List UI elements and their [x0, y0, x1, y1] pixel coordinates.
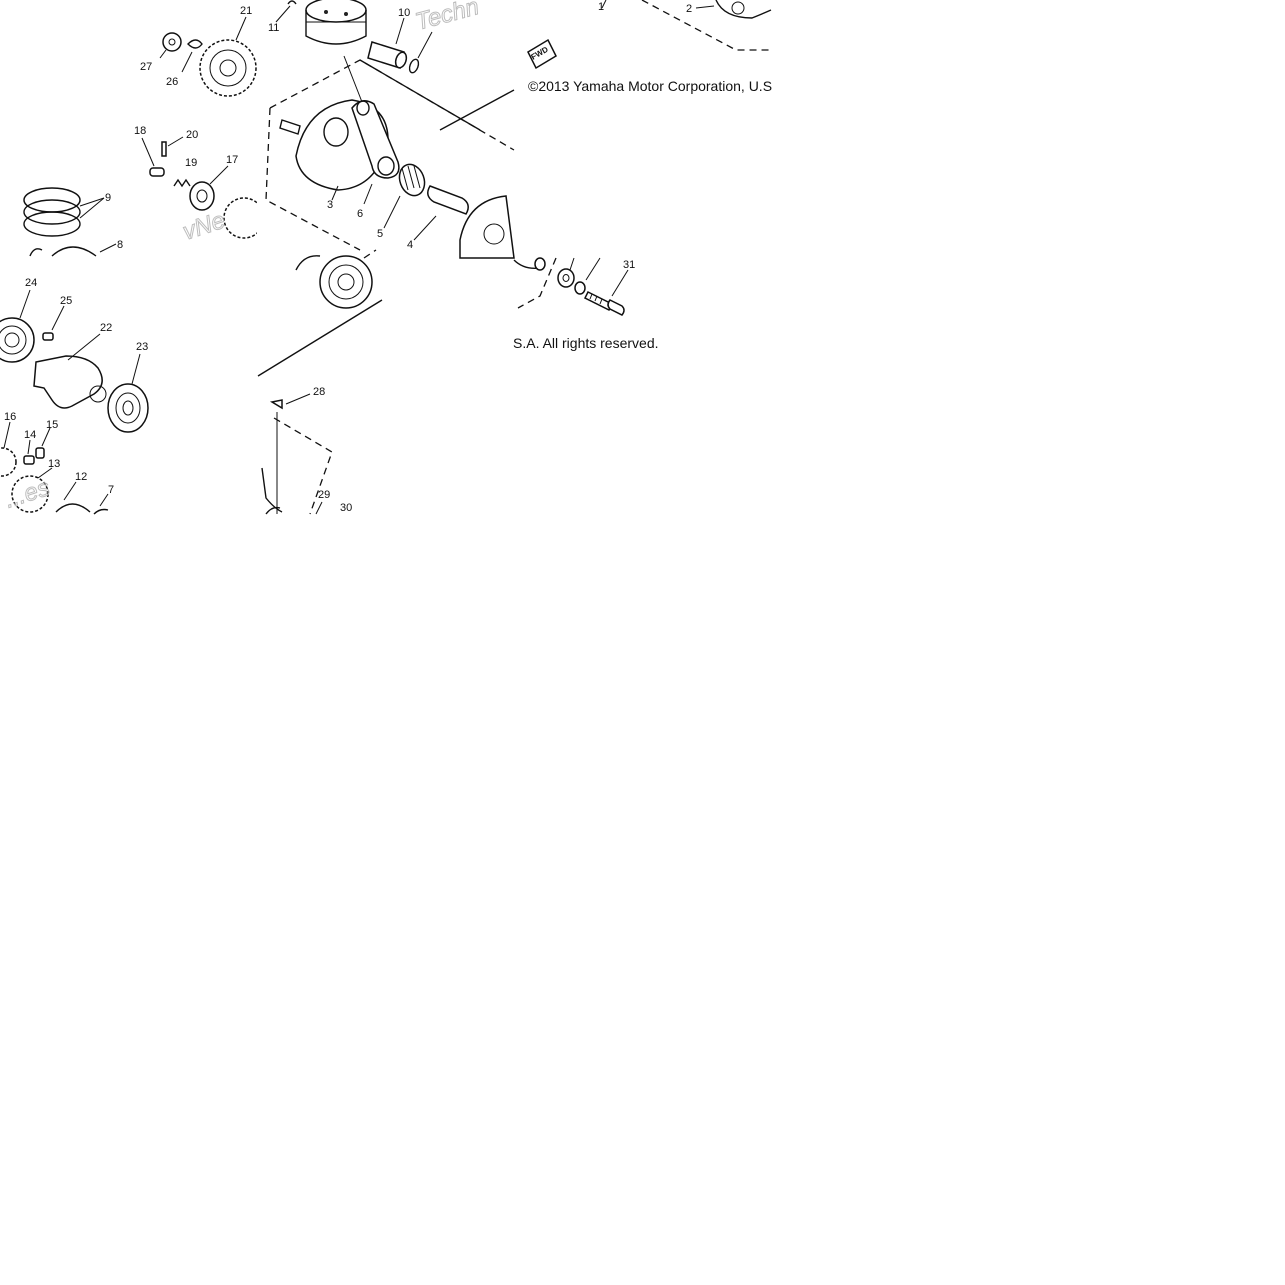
callout-24: 24 [25, 277, 37, 289]
callout-11: 11 [268, 22, 279, 34]
watermark-1: vNe [180, 207, 229, 246]
part-21-gear [199, 39, 257, 97]
callout-1: 1 [598, 1, 604, 13]
callout-22: 22 [100, 322, 112, 334]
copyright-line-2: S.A. All rights reserved. [513, 335, 659, 351]
tile-top-middle: Techn 11 10 3 6 5 4 [257, 0, 515, 259]
part-piston [305, 0, 367, 23]
callout-6: 6 [357, 208, 363, 220]
callout-31: 31 [623, 259, 635, 271]
callout-30: 30 [340, 502, 352, 514]
part-18-pin [149, 167, 165, 177]
part-23-bearing [107, 383, 149, 433]
part-4-crankpin [427, 185, 469, 215]
callout-12: 12 [75, 471, 87, 483]
callout-20: 20 [186, 129, 198, 141]
callout-9: 9 [105, 192, 111, 204]
part-lock-washer [574, 281, 586, 295]
part-13-gear [11, 475, 49, 513]
part-27-nut [162, 32, 182, 52]
callout-8: 8 [117, 239, 123, 251]
callout-16: 16 [4, 411, 16, 423]
part-14 [23, 455, 35, 465]
callout-23: 23 [136, 341, 148, 353]
callout-14: 14 [24, 429, 36, 441]
callout-7: 7 [108, 484, 114, 496]
callout-10: 10 [398, 7, 410, 19]
callout-19: 19 [185, 157, 197, 169]
callout-29: 29 [318, 489, 330, 501]
callout-4: 4 [407, 239, 413, 251]
part-8 [51, 246, 97, 257]
part-11-clip [287, 0, 297, 5]
callout-15: 15 [46, 419, 58, 431]
part-15 [35, 447, 45, 459]
part-28-key [269, 399, 283, 410]
part-20-pin [161, 141, 167, 157]
part-main-bearing [319, 255, 373, 309]
callout-5: 5 [377, 228, 383, 240]
tile-top-right: 1 2 FWD ©2013 Yamaha Motor Corporation, … [527, 0, 772, 94]
part-7 [93, 508, 109, 515]
callout-17: 17 [226, 154, 238, 166]
tile-middle-right: 31 S.A. All rights reserved. [513, 257, 659, 351]
part-22-balancer [33, 355, 103, 409]
part-29 [265, 506, 281, 515]
part-31-bolt [583, 290, 614, 312]
copyright-line-1: ©2013 Yamaha Motor Corporation, U.S [528, 78, 772, 94]
part-washer [557, 268, 575, 288]
tile-top-left: vNe 21 27 26 18 20 19 17 9 8 [23, 5, 265, 257]
callout-27: 27 [140, 61, 152, 73]
callout-3: 3 [327, 199, 333, 211]
part-24-bearing [0, 317, 35, 363]
fwd-badge: FWD [527, 38, 557, 70]
part-2 [715, 0, 772, 19]
part-26-washer [187, 39, 203, 49]
part-16-gear [0, 447, 17, 477]
part-17-plate [189, 181, 215, 211]
callout-25: 25 [60, 295, 72, 307]
watermark-2: ...es [2, 474, 53, 514]
callout-26: 26 [166, 76, 178, 88]
callout-28: 28 [313, 386, 325, 398]
part-12 [55, 503, 91, 513]
callout-21: 21 [240, 5, 252, 17]
tile-middle-left: ...es 24 25 22 23 16 14 15 13 12 7 [0, 277, 149, 515]
part-25-key [42, 332, 54, 341]
tile-center: 28 29 30 [257, 249, 383, 515]
callout-2: 2 [686, 3, 692, 15]
callout-13: 13 [48, 458, 60, 470]
callout-18: 18 [134, 125, 146, 137]
part-19-spring [173, 178, 191, 188]
